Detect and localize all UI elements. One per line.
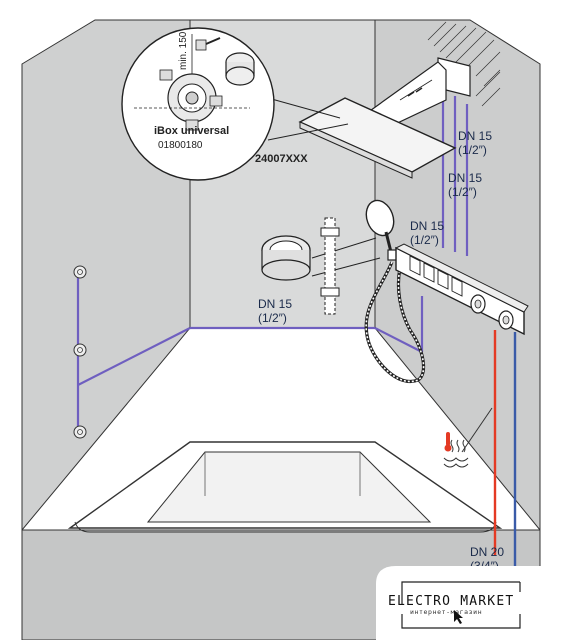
ibox-name-label: iBox universal — [154, 125, 229, 137]
room-walls — [21, 19, 541, 640]
shower-model-label: 24007XXX — [255, 153, 308, 165]
thermostat-bar — [394, 243, 529, 336]
body-jet-top — [73, 265, 87, 279]
body-jet-middle — [73, 343, 87, 357]
hand-shower — [365, 199, 399, 261]
thermostat-knob-left — [470, 294, 486, 314]
dn15-size-head-1: (1/2″) — [458, 143, 487, 157]
hot-water-indicator — [443, 407, 493, 468]
thermometer-icon — [444, 432, 452, 452]
ibox-body — [134, 37, 250, 131]
dn15-size-head-2: (1/2″) — [448, 185, 477, 199]
ibox-detail-callout: min. 150 iBox universal 01800180 — [121, 27, 349, 181]
logo-tagline-text: интернет-магазин — [410, 608, 482, 616]
dn15-label-body-jets: DN 15 — [258, 297, 292, 311]
heat-waves-icon — [443, 439, 469, 468]
overhead-shower — [298, 57, 471, 179]
ibox-code-label: 01800180 — [158, 140, 203, 151]
dn15-size-mixer: (1/2″) — [410, 233, 439, 247]
dn15-label-head-2: DN 15 — [448, 171, 482, 185]
dn20-label: DN 20 — [470, 545, 504, 559]
thermostat-knob-right — [498, 310, 514, 330]
min-dimension-label: min. 150 — [178, 31, 189, 70]
dn15-label-mixer: DN 15 — [410, 219, 444, 233]
dn15-label-head-1: DN 15 — [458, 129, 492, 143]
cursor-icon — [454, 610, 463, 624]
electro-market-logo[interactable]: ELECTRO MARKET интернет-магазин — [376, 566, 561, 640]
dn15-size-body-jets: (1/2″) — [258, 311, 287, 325]
outlet-detail — [261, 235, 381, 281]
body-jet-bottom — [73, 425, 87, 439]
logo-brand-text: ELECTRO MARKET — [388, 594, 514, 609]
ibox-plug — [225, 52, 255, 86]
wall-hatch — [427, 21, 501, 107]
body-jets — [73, 265, 87, 439]
hand-shower-holder — [320, 217, 340, 315]
bathtub — [67, 441, 503, 533]
